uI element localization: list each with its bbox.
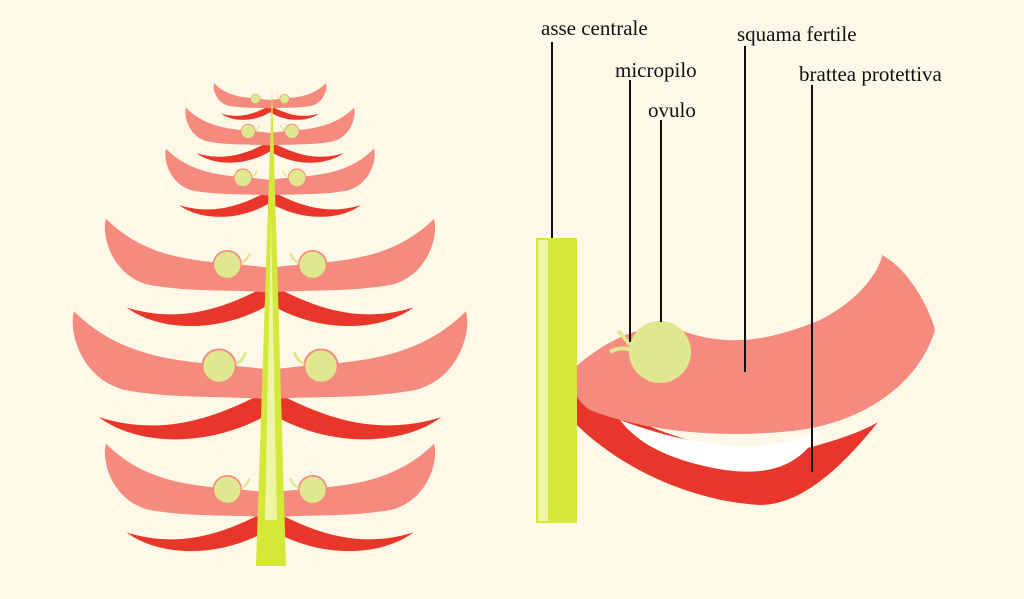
bract-shape	[572, 385, 878, 505]
micropyle-shape	[608, 329, 633, 354]
label-micropilo: micropilo	[615, 58, 697, 82]
tier-1	[213, 82, 327, 121]
label-squama-fertile: squama fertile	[737, 22, 857, 46]
fertile-scale-shape	[571, 255, 935, 434]
gap	[620, 420, 820, 472]
label-brattea-protettiva: brattea protettiva	[799, 62, 942, 86]
axis-highlight	[265, 220, 277, 520]
label-asse-centrale: asse centrale	[541, 16, 648, 40]
enlarged-section	[536, 238, 935, 523]
axis-right-highlight	[538, 240, 548, 521]
leader-lines	[551, 42, 813, 472]
label-ovulo: ovulo	[648, 98, 696, 122]
ovule-shape	[629, 321, 691, 383]
